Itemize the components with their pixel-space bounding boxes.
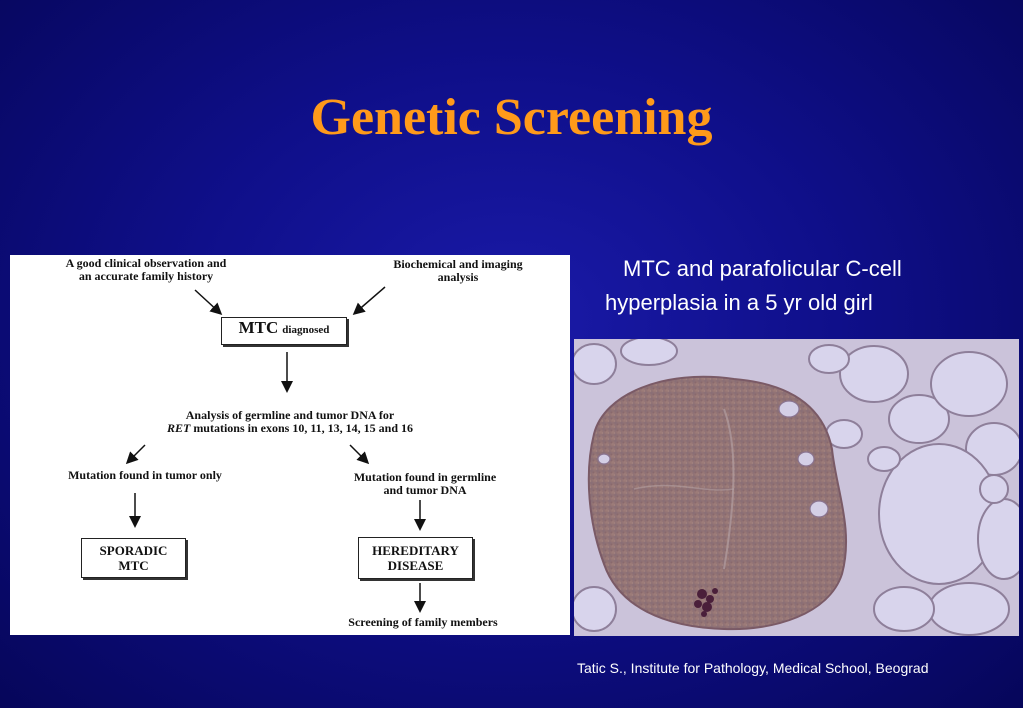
biochem-text: Biochemical and imaging analysis: [393, 257, 523, 284]
histology-micrograph: [574, 339, 1019, 636]
flowchart-image: A good clinical observation and an accur…: [10, 255, 570, 635]
image-credit: Tatic S., Institute for Pathology, Medic…: [577, 660, 929, 676]
tumor-only-text: Mutation found in tumor only: [68, 468, 222, 482]
micrograph-caption: MTC and parafolicular C-cell hyperplasia…: [605, 256, 902, 315]
ret-gene-label: RET: [166, 421, 191, 435]
diagnosed-label: diagnosed: [282, 324, 330, 336]
analysis-text: Analysis of germline and tumor DNA for R…: [166, 408, 414, 435]
slide-title: Genetic Screening: [310, 89, 713, 146]
histology-illustration: [574, 339, 1019, 636]
arrow-biochem-to-mtc: [352, 286, 386, 315]
mtc-diagnosed-box: MTC diagnosed: [221, 317, 347, 345]
flowchart-arrows: [125, 286, 426, 613]
germline-text: Mutation found in germline and tumor DNA: [353, 470, 497, 497]
arrow-observation-to-mtc: [194, 289, 223, 316]
observation-text: A good clinical observation and an accur…: [65, 256, 227, 283]
arrow-analysis-to-germline: [349, 444, 370, 465]
mtc-label: MTC: [238, 318, 279, 337]
arrow-analysis-to-tumor: [125, 444, 146, 465]
sporadic-mtc-box: SPORADIC MTC: [81, 538, 186, 578]
screening-text: Screening of family members: [348, 615, 498, 629]
hereditary-disease-box: HEREDITARY DISEASE: [358, 537, 473, 579]
